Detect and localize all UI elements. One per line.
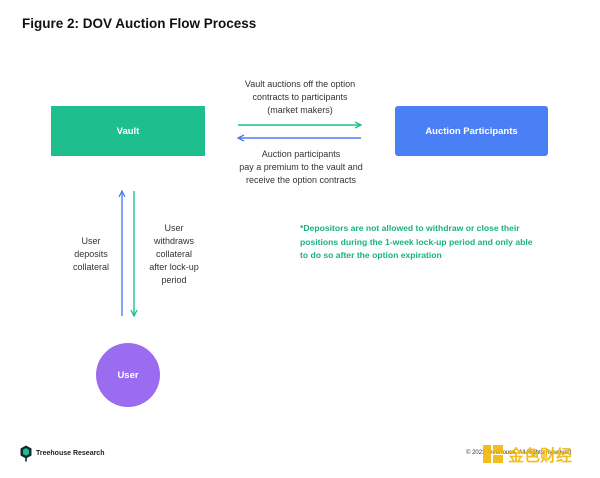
label-line: collateral: [155, 249, 193, 259]
label-participants-to-vault: Auction participants pay a premium to th…: [218, 148, 384, 187]
label-line: collateral: [72, 262, 110, 272]
label-line: deposits: [74, 249, 108, 259]
label-line: Vault auctions off the option: [244, 79, 356, 89]
brand-logo: Treehouse Research: [20, 444, 104, 462]
watermark-logo-icon: [483, 445, 503, 463]
auction-participants-node: Auction Participants: [395, 106, 548, 156]
lockup-note: *Depositors are not allowed to withdraw …: [300, 222, 560, 263]
label-line: User: [81, 236, 101, 246]
brand-name: Treehouse Research: [36, 449, 105, 457]
label-line: pay a premium to the vault and: [239, 162, 363, 172]
note-line: *Depositors are not allowed to withdraw …: [300, 223, 520, 233]
copyright-text: © 2023 Treehouse. All Rights Reserved: [466, 450, 572, 456]
figure-title: Figure 2: DOV Auction Flow Process: [22, 16, 257, 31]
treehouse-logo-icon: [20, 445, 32, 461]
watermark-text: 金色财经: [508, 448, 573, 465]
label-line: (market makers): [267, 105, 333, 115]
note-line: to do so after the option expiration: [300, 250, 442, 260]
watermark: 金色财经: [482, 442, 572, 466]
label-line: Auction participants: [261, 149, 341, 159]
label-user-withdraws: User withdraws collateral after lock-up …: [139, 222, 209, 287]
label-vault-to-participants: Vault auctions off the option contracts …: [226, 78, 374, 117]
label-line: period: [161, 275, 187, 285]
user-node: User: [96, 343, 160, 407]
note-line: positions during the 1-week lock-up peri…: [300, 236, 533, 247]
label-user-deposits: User deposits collateral: [63, 235, 119, 274]
label-line: User: [164, 223, 184, 233]
label-line: withdraws: [153, 236, 194, 246]
vault-node: Vault: [51, 106, 205, 156]
label-line: after lock-up: [149, 262, 199, 272]
label-line: receive the option contracts: [245, 175, 357, 185]
label-line: contracts to participants: [252, 92, 348, 102]
